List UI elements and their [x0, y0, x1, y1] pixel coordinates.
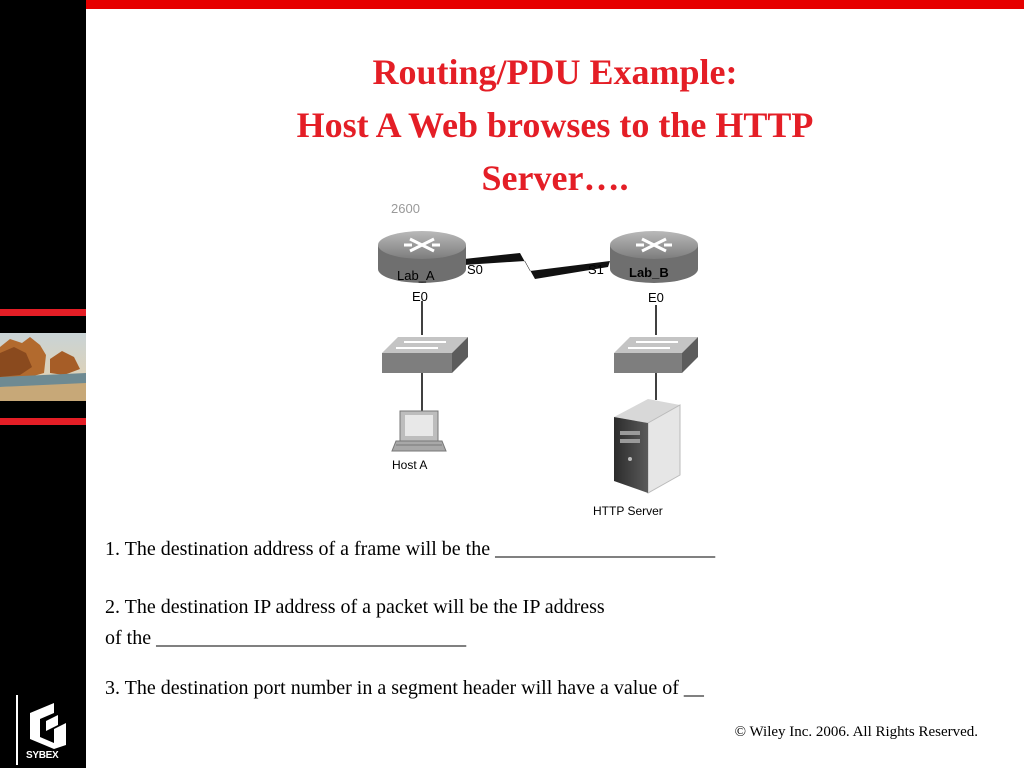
network-diagram: 2600 Lab_A S0 E0 Lab_B S1 E0	[330, 195, 750, 525]
question-3: 3. The destination port number in a segm…	[105, 677, 704, 699]
sidebar-red-strip-bottom	[0, 418, 86, 425]
title-line-3: Server….	[481, 158, 629, 198]
serial-link-lightning-icon	[464, 253, 610, 279]
router-b-serial-port: S1	[588, 262, 604, 277]
sidebar-red-strip-top	[0, 309, 86, 316]
title-line-1: Routing/PDU Example:	[372, 52, 738, 92]
question-1: 1. The destination address of a frame wi…	[105, 538, 716, 560]
top-accent-line	[86, 0, 1024, 9]
switch-b-icon	[614, 337, 698, 373]
sybex-logo: SYBEX	[16, 695, 74, 765]
host-a-label: Host A	[392, 458, 427, 472]
question-2-line-1: 2. The destination IP address of a packe…	[105, 596, 605, 618]
copyright-footer: © Wiley Inc. 2006. All Rights Reserved.	[734, 724, 978, 740]
sybex-logo-text: SYBEX	[26, 750, 59, 761]
host-a-computer-icon	[391, 410, 447, 452]
router-model-label: 2600	[391, 201, 420, 216]
router-a-ethernet-port: E0	[412, 289, 428, 304]
question-2-line-2: of the _______________________________	[105, 627, 467, 649]
router-lab-a-icon	[378, 231, 466, 283]
router-a-name: Lab_A	[397, 268, 435, 283]
left-sidebar: SYBEX	[0, 0, 86, 768]
http-server-icon	[614, 399, 681, 494]
router-b-ethernet-port: E0	[648, 290, 664, 305]
coastline-photo	[0, 333, 86, 401]
switch-a-icon	[382, 337, 468, 373]
title-line-2: Host A Web browses to the HTTP	[296, 105, 814, 145]
http-server-label: HTTP Server	[593, 504, 663, 518]
router-lab-b-icon	[610, 231, 698, 283]
slide-title: Routing/PDU Example: Host A Web browses …	[200, 46, 910, 205]
router-b-name: Lab_B	[629, 265, 669, 280]
router-a-serial-port: S0	[467, 262, 483, 277]
